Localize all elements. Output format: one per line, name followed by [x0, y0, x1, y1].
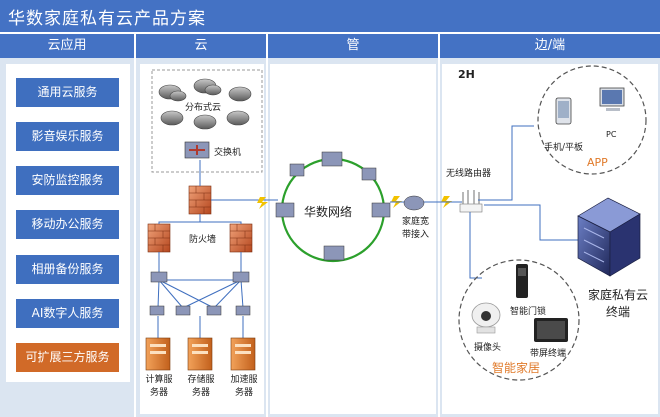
terminal-icon — [577, 197, 641, 277]
phone-label: 手机/平板 — [544, 143, 584, 153]
lock-label: 智能门锁 — [510, 307, 547, 317]
switch-icon — [184, 141, 210, 159]
network-node-icons — [275, 151, 391, 261]
pc-icon — [599, 87, 625, 111]
column-header-cloud: 云 — [136, 34, 266, 58]
title-bar — [0, 0, 660, 32]
service-button-media[interactable]: 影音娱乐服务 — [16, 122, 119, 151]
screen-terminal-icon — [534, 318, 568, 342]
service-button-office[interactable]: 移动办公服务 — [16, 210, 119, 239]
edge-tag-2h: 2H — [458, 68, 475, 81]
router-icon — [459, 190, 483, 213]
firewall-label: 防火墙 — [189, 235, 217, 245]
camera-icon — [471, 302, 501, 334]
pipe-panel — [270, 64, 436, 414]
home-group-label: 智能家居 — [492, 361, 541, 375]
column-header-edge: 边/端 — [440, 34, 660, 58]
phone-icon — [555, 97, 572, 125]
firewall-icon-right — [229, 223, 253, 253]
lock-icon — [516, 264, 528, 298]
app-group-label: APP — [587, 156, 608, 169]
switch-label: 交换机 — [214, 148, 242, 158]
firewall-icon-top — [188, 185, 212, 215]
service-button-security[interactable]: 安防监控服务 — [16, 166, 119, 195]
pc-label: PC — [606, 130, 617, 139]
cloud-connectors — [157, 160, 278, 338]
server-icon-accelerate — [230, 337, 256, 371]
router-label: 无线路由器 — [446, 169, 492, 179]
broadband-label: 家庭宽带接入 — [402, 217, 430, 240]
server-label-storage: 存储服务器 — [187, 375, 215, 398]
camera-label: 摄像头 — [474, 343, 502, 353]
switch-icon-row — [149, 271, 251, 316]
distributed-cloud-label: 分布式云 — [185, 103, 222, 113]
column-header-pipe: 管 — [268, 34, 438, 58]
service-button-third-party[interactable]: 可扩展三方服务 — [16, 343, 119, 372]
network-label: 华数网络 — [304, 205, 353, 219]
screen-terminal-label: 带屏终端 — [530, 349, 567, 359]
service-button-album[interactable]: 相册备份服务 — [16, 255, 119, 284]
server-icon-storage — [187, 337, 213, 371]
column-header-apps: 云应用 — [0, 34, 134, 58]
server-label-accelerate: 加速服务器 — [230, 375, 258, 398]
app-group-circle — [537, 65, 647, 175]
cloud-node-icons — [158, 78, 252, 130]
service-button-ai[interactable]: AI数字人服务 — [16, 299, 119, 328]
home-group-circle — [458, 259, 580, 381]
distributed-cloud-box — [151, 69, 263, 173]
edge-connectors — [469, 125, 578, 279]
server-icon-compute — [145, 337, 171, 371]
firewall-icon-left — [147, 223, 171, 253]
server-label-compute: 计算服务器 — [145, 375, 173, 398]
page-title: 华数家庭私有云产品方案 — [8, 9, 206, 29]
service-button-general-cloud[interactable]: 通用云服务 — [16, 78, 119, 107]
terminal-label: 家庭私有云终端 — [587, 288, 648, 319]
broadband-icon — [403, 195, 425, 211]
